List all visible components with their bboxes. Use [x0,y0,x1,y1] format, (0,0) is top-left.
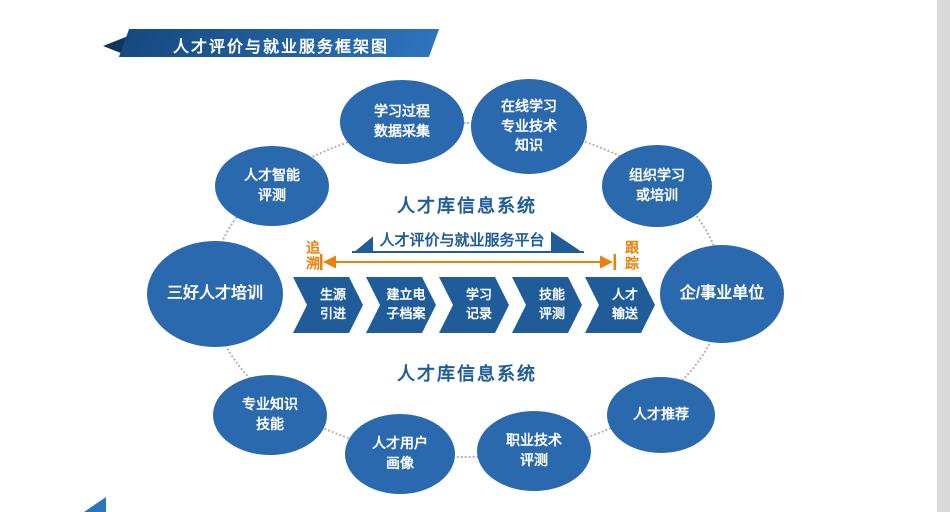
node-enterprise-unit: 企/事业单位 [660,245,784,343]
node-org-learning-training: 组织学习 或培训 [602,145,712,227]
platform-label: 人才评价与就业服务平台 [379,232,545,249]
page-title: 人才评价与就业服务框架图 [172,39,389,56]
flow-step-learning-record: 学习 记录 [439,277,509,333]
ribbon-left-wedge-icon [355,236,374,251]
node-vocational-tech-evaluation: 职业技术 评测 [477,411,591,491]
ribbon-right-wedge-icon [550,231,581,251]
right-edge-strip [937,0,950,512]
double-arrow-icon [320,254,616,270]
node-talent-smart-evaluation: 人才智能 评测 [215,146,329,226]
info-system-label-bottom: 人才库信息系统 [397,364,537,384]
node-learning-process-data: 学习过程 数据采集 [340,80,464,164]
node-online-learning-knowledge: 在线学习 专业技术 知识 [471,79,587,174]
flow-step-talent-delivery: 人才 输送 [585,277,655,333]
track-label: 跟踪 [624,240,640,272]
node-talent-user-profile: 人才用户 画像 [345,414,455,494]
node-sanhao-talent-training: 三好人才培训 [147,241,283,347]
flow-step-source-intake: 生源 引进 [293,277,363,333]
flow-step-skill-evaluation: 技能 评测 [512,277,582,333]
trace-label: 追溯 [305,240,321,272]
bottom-left-corner-decoration [84,497,106,512]
flow-step-create-efile: 建立电 子档案 [366,277,436,333]
platform-ribbon: 人才评价与就业服务平台 [352,231,584,253]
flow-steps-row: 生源 引进 建立电 子档案 学习 记录 技能 评测 人才 输送 [293,277,655,333]
node-talent-recommendation: 人才推荐 [607,377,715,453]
info-system-label-top: 人才库信息系统 [397,196,537,216]
node-professional-knowledge-skills: 专业知识 技能 [213,375,327,455]
